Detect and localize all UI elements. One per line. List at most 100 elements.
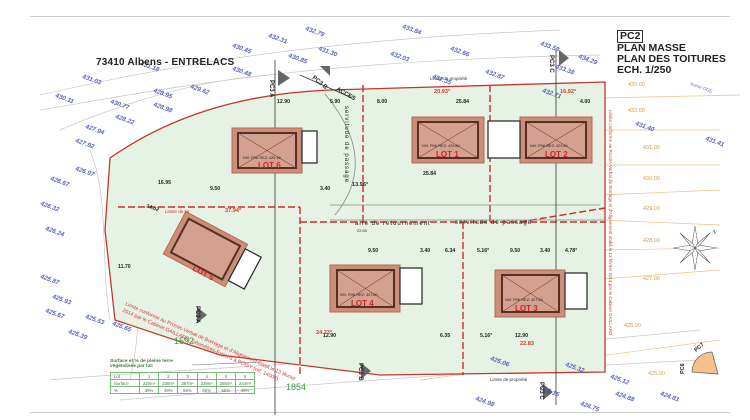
svg-text:20.93°: 20.93° bbox=[434, 89, 450, 95]
svg-text:427.92: 427.92 bbox=[73, 137, 95, 151]
svg-text:3.40: 3.40 bbox=[540, 248, 550, 254]
svg-text:425.87: 425.87 bbox=[38, 273, 60, 287]
lot-2-niv: NIV. FINI REZ: 429.80 bbox=[530, 144, 568, 148]
lot-4-house bbox=[329, 264, 423, 313]
svg-text:431.03: 431.03 bbox=[80, 73, 102, 87]
svg-text:PC3 A: PC3 A bbox=[194, 306, 200, 324]
svg-text:426.97: 426.97 bbox=[73, 165, 95, 179]
svg-text:432.79: 432.79 bbox=[303, 25, 325, 39]
lot-4-niv: NIV. FINI REZ: 427.60 bbox=[340, 293, 378, 297]
svg-text:424.75: 424.75 bbox=[578, 400, 600, 414]
svg-text:431.40: 431.40 bbox=[633, 120, 655, 134]
section-marker-pc3b-bot bbox=[361, 363, 371, 379]
svg-text:3.40: 3.40 bbox=[320, 186, 330, 192]
svg-text:432.66: 432.66 bbox=[448, 45, 470, 59]
parcel-1854-label: 1854 bbox=[286, 382, 306, 392]
svg-text:428.00: 428.00 bbox=[643, 238, 660, 244]
lot-6-house bbox=[231, 127, 318, 174]
svg-text:424.88: 424.88 bbox=[613, 390, 635, 404]
servitude-vertical-label: servitude de passage bbox=[343, 106, 349, 183]
frame-top-line bbox=[30, 16, 730, 17]
marker-pc3c-label: PC3 C bbox=[548, 55, 554, 73]
surface-table: Lot 1 2 3 4 5 6 Surface 220m² 230m² 387m… bbox=[110, 372, 256, 394]
svg-text:9.50: 9.50 bbox=[210, 186, 220, 192]
servitude-horizontal-label: servitude de passage bbox=[455, 220, 532, 226]
svg-text:430.45: 430.45 bbox=[230, 42, 252, 56]
limite-lot-label: Limite de lot bbox=[165, 209, 190, 214]
title-line-2: PLAN DES TOITURES bbox=[617, 53, 726, 65]
svg-text:25.84: 25.84 bbox=[423, 171, 436, 177]
svg-text:3.40: 3.40 bbox=[420, 248, 430, 254]
section-marker-pc3c-top bbox=[559, 50, 569, 66]
svg-text:6.35: 6.35 bbox=[440, 333, 450, 339]
svg-text:426.00: 426.00 bbox=[624, 323, 641, 329]
svg-text:431.30: 431.30 bbox=[316, 45, 338, 59]
svg-text:431.41: 431.41 bbox=[703, 135, 725, 149]
lot-1-house bbox=[411, 116, 485, 164]
svg-text:426.32: 426.32 bbox=[38, 200, 60, 214]
svg-text:425.00: 425.00 bbox=[648, 371, 665, 377]
svg-text:433.58: 433.58 bbox=[538, 40, 560, 54]
svg-text:PC3 C: PC3 C bbox=[538, 382, 544, 400]
table-header-row: Lot 1 2 3 4 5 6 bbox=[110, 372, 256, 380]
svg-text:8.00: 8.00 bbox=[377, 99, 387, 105]
svg-text:5.16°: 5.16° bbox=[477, 248, 489, 254]
svg-text:25.84: 25.84 bbox=[456, 99, 469, 105]
table-caption-2: végétalisée par lot: bbox=[110, 364, 154, 369]
lot-3-house bbox=[494, 269, 588, 318]
svg-text:22.00: 22.00 bbox=[357, 228, 368, 233]
section-marker-pc3c-bot bbox=[543, 384, 553, 400]
lot-3-label: LOT 3 bbox=[515, 304, 538, 313]
svg-text:N: N bbox=[711, 229, 718, 236]
lot-2-house bbox=[487, 116, 593, 164]
parcel-1592-label: 1592 bbox=[174, 336, 194, 346]
svg-text:432.87: 432.87 bbox=[483, 68, 505, 82]
svg-text:Limite de propriété: Limite de propriété bbox=[490, 377, 528, 382]
svg-text:430.11: 430.11 bbox=[53, 92, 75, 106]
svg-text:432.00: 432.00 bbox=[628, 108, 645, 114]
svg-text:424.81: 424.81 bbox=[658, 390, 680, 404]
svg-text:PC6: PC6 bbox=[680, 363, 686, 374]
svg-text:427.94: 427.94 bbox=[83, 123, 105, 137]
lot-4-label: LOT 4 bbox=[351, 299, 374, 308]
location-title: 73410 Albens - ENTRELACS bbox=[96, 57, 235, 68]
svg-text:6.34: 6.34 bbox=[445, 248, 455, 254]
svg-text:432.31: 432.31 bbox=[266, 32, 288, 46]
marker-pc3a-label: PC3 A bbox=[268, 80, 274, 98]
svg-text:429.00: 429.00 bbox=[643, 206, 660, 212]
frame-bottom-line bbox=[30, 412, 730, 413]
svg-text:427.00: 427.00 bbox=[643, 276, 660, 282]
svg-text:426.24: 426.24 bbox=[43, 225, 65, 239]
sheet-code: PC2 bbox=[617, 30, 644, 43]
svg-text:13.96°: 13.96° bbox=[352, 182, 368, 188]
section-marker-pc3a-bot bbox=[197, 307, 207, 323]
table-caption-1: Surface et % de pleine terre bbox=[110, 359, 173, 364]
svg-text:425.67: 425.67 bbox=[43, 307, 65, 321]
svg-text:432.03: 432.03 bbox=[388, 50, 410, 64]
svg-text:425.39: 425.39 bbox=[66, 328, 88, 342]
svg-text:9.50: 9.50 bbox=[510, 248, 520, 254]
svg-text:428.95: 428.95 bbox=[151, 87, 173, 101]
table-row: % 39% 49% 59% 55% 55% 49% bbox=[110, 386, 256, 394]
svg-text:5.90: 5.90 bbox=[330, 99, 340, 105]
section-lines bbox=[274, 50, 557, 415]
svg-text:428.22: 428.22 bbox=[113, 113, 135, 127]
svg-text:433.00: 433.00 bbox=[628, 82, 645, 88]
svg-text:12.90: 12.90 bbox=[277, 99, 290, 105]
scale-label: ECH. 1/250 bbox=[617, 64, 672, 76]
svg-text:426.67: 426.67 bbox=[48, 175, 70, 189]
svg-text:433.38: 433.38 bbox=[553, 63, 575, 77]
svg-text:433.84: 433.84 bbox=[400, 23, 422, 37]
svg-text:430.85: 430.85 bbox=[286, 52, 308, 66]
svg-text:22.83: 22.83 bbox=[520, 341, 534, 347]
lot-1-label: LOT 1 bbox=[436, 150, 459, 159]
svg-text:12.90: 12.90 bbox=[515, 333, 528, 339]
lot-1-niv: NIV. FINI REZ: 429.80 bbox=[422, 144, 460, 148]
svg-text:37.94°: 37.94° bbox=[225, 208, 241, 214]
title-line-1: PLAN MASSE bbox=[617, 42, 686, 54]
lot-3-niv: NIV. FINI REZ: 427.55 bbox=[505, 298, 543, 302]
svg-text:425.53: 425.53 bbox=[83, 313, 105, 327]
lot-2-label: LOT 2 bbox=[545, 150, 568, 159]
svg-text:430.00: 430.00 bbox=[643, 176, 660, 182]
